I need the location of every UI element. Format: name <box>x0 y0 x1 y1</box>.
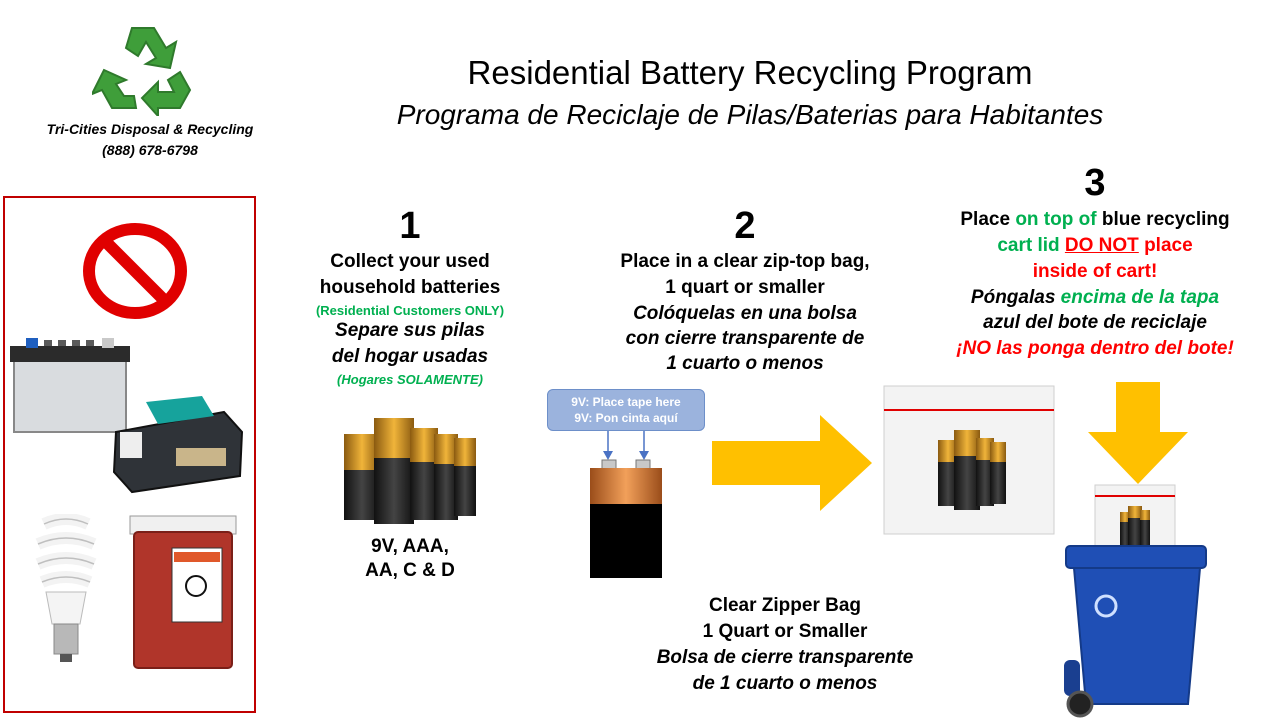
step-3-line-3: inside of cart! <box>1032 261 1158 282</box>
step-3-line-6: ¡NO las ponga dentro del bote! <box>956 338 1234 359</box>
recycling-cart-image <box>1064 545 1207 718</box>
step-3-line-1: Place on top of blue recycling <box>925 207 1265 233</box>
car-battery-image <box>10 338 130 433</box>
page-title: Residential Battery Recycling Program <box>467 54 1033 91</box>
tape-callout-en: 9V: Place tape here <box>571 395 681 409</box>
battery-types-line-1: 9V, AAA, <box>371 536 449 557</box>
9v-battery-image <box>590 459 662 578</box>
arrow-right-icon <box>712 415 872 511</box>
tape-pointer-arrows <box>603 431 649 460</box>
step-2-es-line-2: con cierre transparente de <box>625 328 865 349</box>
sharps-container-image <box>129 515 237 669</box>
step-1-line-1: Collect your used <box>330 251 490 272</box>
no-symbol-icon <box>83 223 187 319</box>
bag-label-es-line-1: Bolsa de cierre transparente <box>656 647 914 668</box>
step-2-number: 2 <box>734 205 756 247</box>
bag-label-line-1: Clear Zipper Bag <box>708 595 862 616</box>
step-1-number: 1 <box>399 205 421 247</box>
batteries-image <box>344 418 476 524</box>
step-3-line-4-a: Póngalas <box>970 287 1061 308</box>
arrow-down-icon <box>1088 382 1188 484</box>
company-phone: (888) 678-6798 <box>102 142 198 158</box>
zip-bag-image <box>883 385 1055 535</box>
bag-label-line-2: 1 Quart or Smaller <box>702 621 868 642</box>
step-3-line-4: Póngalas encima de la tapa <box>925 285 1265 311</box>
step-3-line-2-a: cart lid <box>997 235 1065 256</box>
step-2-es-line-1: Colóquelas en una bolsa <box>633 303 857 324</box>
battery-types-line-2: AA, C & D <box>365 560 455 581</box>
step-2-es-line-3: 1 cuarto o menos <box>666 353 824 374</box>
step-1-es-line-1: Separe sus pilas <box>335 320 485 341</box>
cfl-bulb-image <box>35 514 97 662</box>
step-1-note-es: (Hogares SOLAMENTE) <box>337 372 483 387</box>
step-3-line-2-b: DO NOT <box>1064 235 1139 256</box>
step-3-line-4-b: encima de la tapa <box>1060 287 1220 308</box>
tape-callout: 9V: Place tape here 9V: Pon cinta aquí <box>547 389 705 431</box>
step-3-line-5: azul del bote de reciclaje <box>983 312 1207 333</box>
tape-callout-es: 9V: Pon cinta aquí <box>574 411 678 425</box>
company-name: Tri-Cities Disposal & Recycling <box>46 121 254 137</box>
step-2-line-2: 1 quart or smaller <box>665 277 825 298</box>
prohibited-items-box <box>3 196 256 713</box>
step-3-line-2-c: place <box>1138 235 1193 256</box>
step-1-line-2: household batteries <box>319 277 501 298</box>
step-3-number: 3 <box>1084 162 1106 204</box>
step-1-note-en: (Residential Customers ONLY) <box>315 303 505 318</box>
recycle-icon <box>92 27 192 116</box>
step-2-line-1: Place in a clear zip-top bag, <box>620 251 870 272</box>
bag-label-es-line-2: de 1 cuarto o menos <box>692 673 878 694</box>
step-3-line-1-c: blue recycling <box>1096 209 1230 230</box>
power-tool-battery-image <box>112 396 244 494</box>
step-1-es-line-2: del hogar usadas <box>331 346 489 367</box>
step-3-line-1-a: Place <box>960 209 1016 230</box>
page-subtitle: Programa de Reciclaje de Pilas/Baterias … <box>396 99 1104 130</box>
step-3-line-1-b: on top of <box>1015 209 1097 230</box>
step-3-line-2: cart lid DO NOT place <box>925 233 1265 259</box>
